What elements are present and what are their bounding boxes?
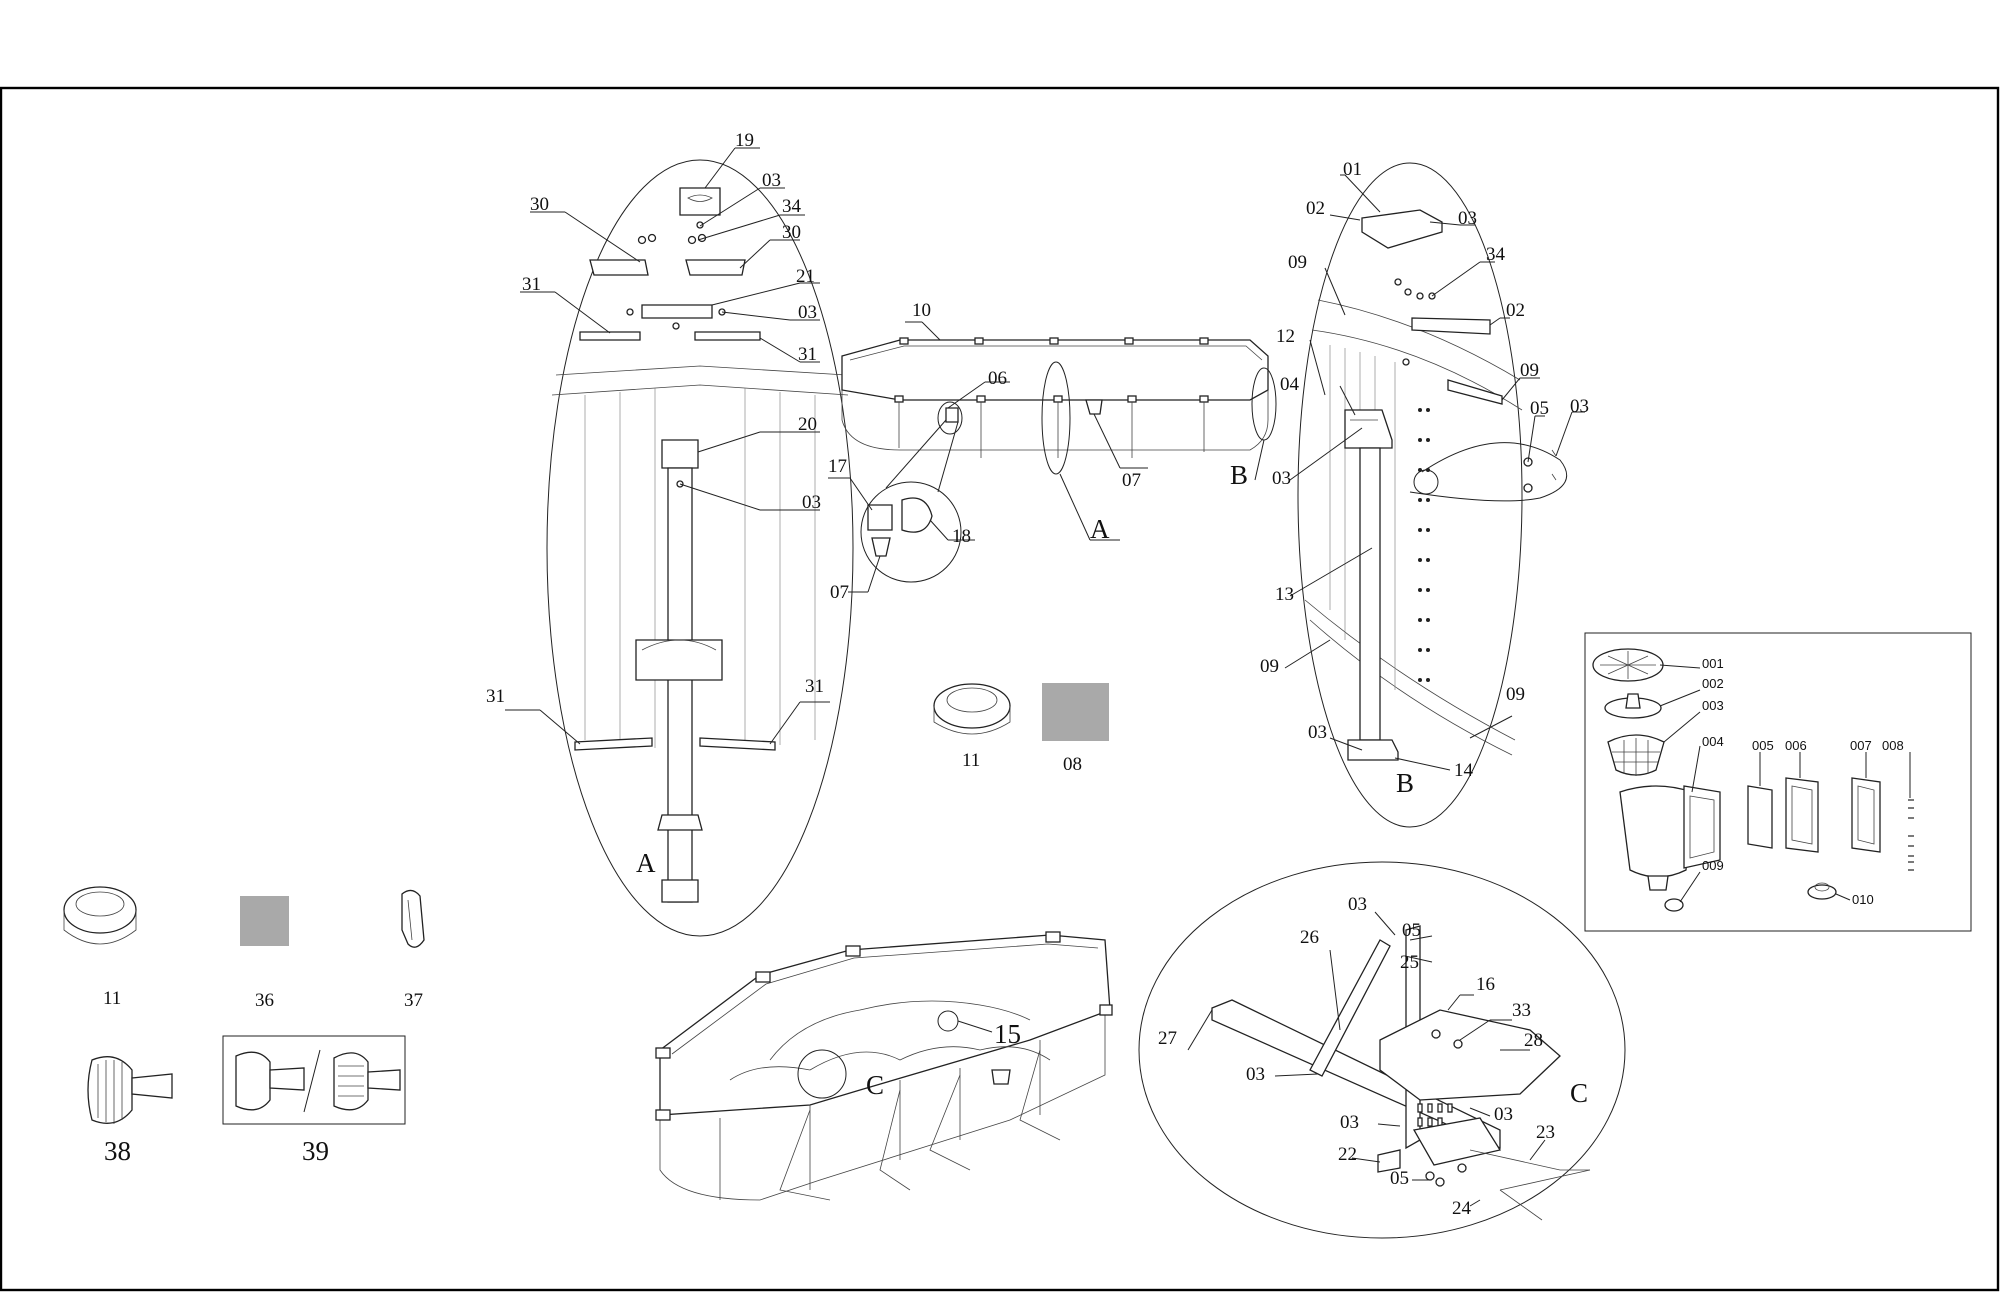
pool-overview-bottom: 15 C xyxy=(655,931,1113,1201)
label-03: 03 xyxy=(1458,208,1477,229)
label-12: 12 xyxy=(1276,326,1295,347)
label-28: 28 xyxy=(1524,1030,1543,1051)
drawing-frame xyxy=(0,86,2000,1292)
label-006: 006 xyxy=(1785,738,1807,753)
detail-b-outline xyxy=(1297,162,1523,828)
label-004: 004 xyxy=(1702,734,1724,749)
detail-c: 03 05 26 25 16 33 27 28 03 03 03 23 22 0… xyxy=(1138,861,1626,1239)
label-13: 13 xyxy=(1275,584,1294,605)
label-37: 37 xyxy=(404,990,423,1011)
label-07: 07 xyxy=(830,582,849,603)
label-26: 26 xyxy=(1300,927,1319,948)
label-16: 16 xyxy=(1476,974,1495,995)
label-05: 05 xyxy=(1402,920,1421,941)
label-18: 18 xyxy=(952,526,971,547)
label-25: 25 xyxy=(1400,952,1419,973)
label-03: 03 xyxy=(1246,1064,1265,1085)
label-31: 31 xyxy=(486,686,505,707)
label-010: 010 xyxy=(1852,892,1874,907)
label-17: 17 xyxy=(828,456,847,477)
skimmer-exploded-box: 001 002 003 004 005 006 007 008 009 010 xyxy=(1584,632,1972,932)
detail-b: 01 02 03 09 34 02 12 09 04 05 03 03 13 0… xyxy=(1260,159,1589,828)
label-001: 001 xyxy=(1702,656,1724,671)
label-34: 34 xyxy=(782,196,802,217)
label-39: 39 xyxy=(302,1136,329,1166)
label-03: 03 xyxy=(802,492,821,513)
label-33: 33 xyxy=(1512,1000,1531,1021)
label-22: 22 xyxy=(1338,1144,1357,1165)
label-10: 10 xyxy=(912,300,931,321)
label-009: 009 xyxy=(1702,858,1724,873)
detail-b-marker: B xyxy=(1230,460,1248,490)
label-03: 03 xyxy=(762,170,781,191)
detail-b-letter: B xyxy=(1396,768,1414,798)
label-31: 31 xyxy=(798,344,817,365)
label-03: 03 xyxy=(1308,722,1327,743)
loose-parts-left: 11 36 37 38 39 xyxy=(63,886,425,1166)
detail-a: 19 03 30 34 30 31 21 03 31 20 03 31 31 A xyxy=(486,130,854,937)
label-09: 09 xyxy=(1506,684,1525,705)
label-008: 008 xyxy=(1882,738,1904,753)
label-15: 15 xyxy=(994,1019,1021,1049)
label-05: 05 xyxy=(1530,398,1549,419)
swatch-08 xyxy=(1042,683,1109,741)
label-03: 03 xyxy=(1340,1112,1359,1133)
label-11: 11 xyxy=(962,750,980,771)
label-003: 003 xyxy=(1702,698,1724,713)
loose-parts-center: 11 08 xyxy=(933,683,1109,775)
detail-a-letter: A xyxy=(636,848,656,878)
label-23: 23 xyxy=(1536,1122,1555,1143)
label-27: 27 xyxy=(1158,1028,1177,1049)
detail-a-outline xyxy=(546,159,854,937)
label-30: 30 xyxy=(530,194,549,215)
label-24: 24 xyxy=(1452,1198,1472,1219)
skimmer-box-frame xyxy=(1584,632,1972,932)
label-08: 08 xyxy=(1063,754,1082,775)
label-02: 02 xyxy=(1506,300,1525,321)
detail-c-letter: C xyxy=(1570,1078,1588,1108)
label-03: 03 xyxy=(1348,894,1367,915)
label-34: 34 xyxy=(1486,244,1506,265)
detail-c-marker: C xyxy=(866,1070,884,1100)
label-05: 05 xyxy=(1390,1168,1409,1189)
detail-c-outline xyxy=(1138,861,1626,1239)
label-19: 19 xyxy=(735,130,754,151)
label-09: 09 xyxy=(1288,252,1307,273)
label-30: 30 xyxy=(782,222,801,243)
label-20: 20 xyxy=(798,414,817,435)
label-09: 09 xyxy=(1260,656,1279,677)
label-14: 14 xyxy=(1454,760,1474,781)
label-36: 36 xyxy=(255,990,274,1011)
label-09: 09 xyxy=(1520,360,1539,381)
label-07: 07 xyxy=(1122,470,1141,491)
detail-a-marker: A xyxy=(1090,514,1110,544)
label-005: 005 xyxy=(1752,738,1774,753)
label-03: 03 xyxy=(1494,1104,1513,1125)
label-007: 007 xyxy=(1850,738,1872,753)
label-03: 03 xyxy=(1570,396,1589,417)
label-02: 02 xyxy=(1306,198,1325,219)
label-01: 01 xyxy=(1343,159,1362,180)
swatch-36 xyxy=(240,896,289,946)
label-06: 06 xyxy=(988,368,1007,389)
label-002: 002 xyxy=(1702,676,1724,691)
label-31: 31 xyxy=(805,676,824,697)
label-03: 03 xyxy=(1272,468,1291,489)
label-03: 03 xyxy=(798,302,817,323)
label-31: 31 xyxy=(522,274,541,295)
label-38: 38 xyxy=(104,1136,131,1166)
pool-overview-top: 10 06 07 17 18 07 A B xyxy=(828,300,1277,603)
label-11: 11 xyxy=(103,988,121,1009)
part-39-box xyxy=(222,1035,406,1125)
label-04: 04 xyxy=(1280,374,1300,395)
label-21: 21 xyxy=(796,266,815,287)
